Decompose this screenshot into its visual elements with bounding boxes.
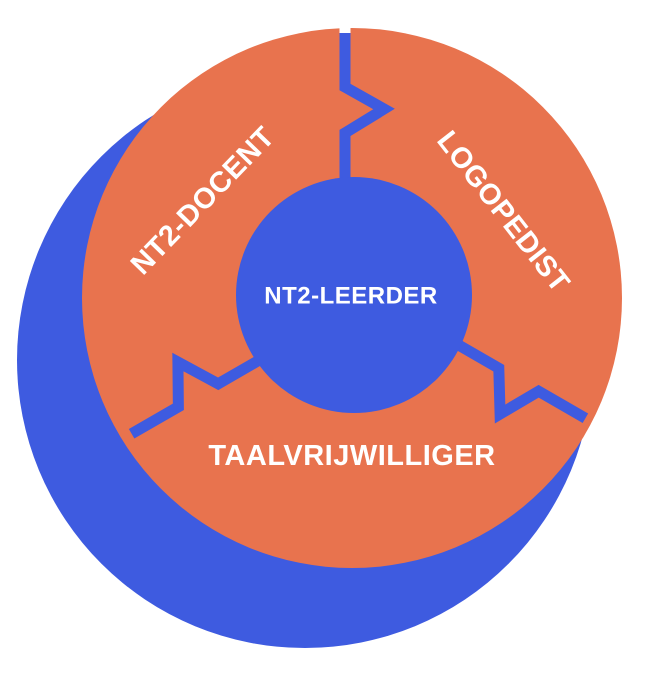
segment-dividers (128, 33, 589, 439)
divider-bottom-left (128, 352, 266, 439)
inner-blue-circle (236, 177, 472, 413)
divider-bottom-right (451, 337, 589, 424)
divider-top (339, 33, 395, 185)
segment-label-taalvrijwilliger: TAALVRIJWILLIGER (208, 440, 495, 472)
center-label-nt2-leerder: NT2-LEERDER (264, 283, 438, 310)
